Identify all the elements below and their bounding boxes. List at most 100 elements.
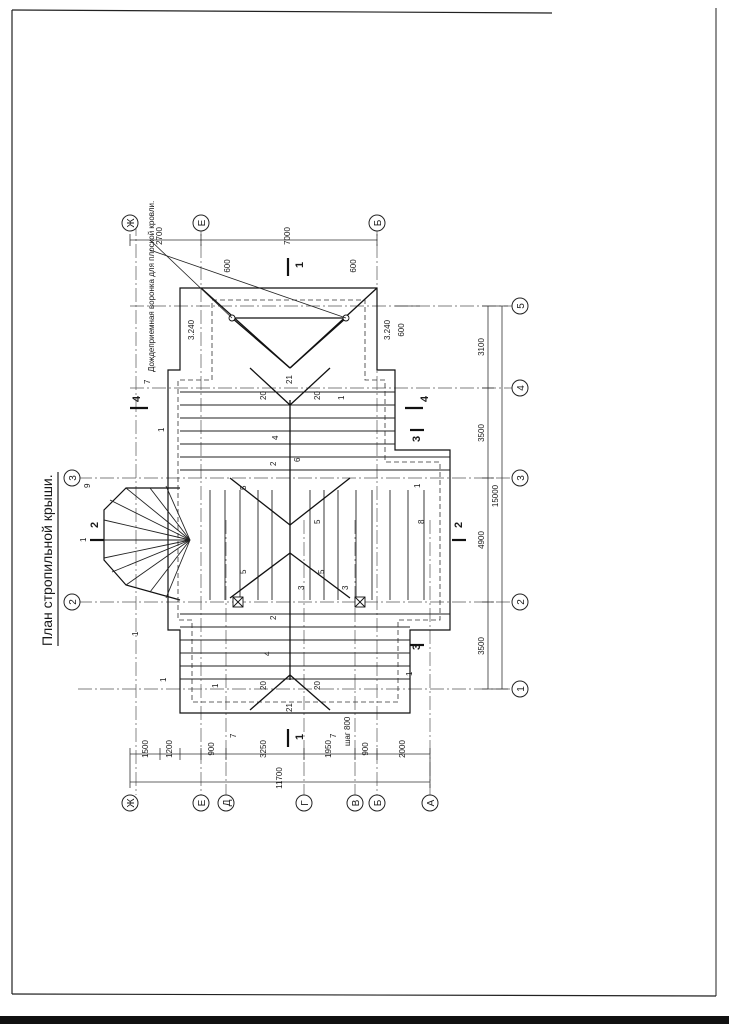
dim-4900: 4900 xyxy=(477,531,486,549)
label-6: 6 xyxy=(293,457,302,462)
axis-d-bottom: Д xyxy=(222,799,233,806)
axis-b-top: Б xyxy=(373,219,384,226)
dim-3250: 3250 xyxy=(259,740,268,758)
label-7-b: 7 xyxy=(229,733,238,738)
label-5-d: 5 xyxy=(317,569,326,574)
section-1-bottom: 1 xyxy=(294,734,306,740)
section-3-a: 3 xyxy=(411,436,423,442)
dimension-texts-bottom: 1500 1200 900 3250 1950 900 2000 11700 xyxy=(141,740,407,789)
label-20-d: 20 xyxy=(313,681,322,690)
note-leader xyxy=(149,239,347,319)
dim-600-a: 600 xyxy=(223,259,232,273)
dim-3100: 3100 xyxy=(477,338,486,356)
label-7-c: 7 xyxy=(329,733,338,738)
label-21-b: 21 xyxy=(285,703,294,712)
label-5-c: 5 xyxy=(239,569,248,574)
label-1-a: 1 xyxy=(157,427,166,432)
dim-900-b: 900 xyxy=(361,742,370,756)
axis-3-right: 3 xyxy=(516,475,527,481)
label-8: 8 xyxy=(417,519,426,524)
label-1-g: 1 xyxy=(211,683,220,688)
axis-e-bottom: Е xyxy=(197,799,208,806)
elevation-right: 3.240 xyxy=(383,319,392,340)
axis-5-right: 5 xyxy=(516,303,527,309)
axis-bubbles-numbers: 2 3 1 2 3 4 5 xyxy=(63,297,529,698)
dim-15000: 15000 xyxy=(491,484,500,507)
label-4-b: 4 xyxy=(263,651,272,656)
plan-title: План стропильной крыши. xyxy=(39,474,55,646)
axis-zh-bottom: Ж xyxy=(126,798,137,808)
label-20-b: 20 xyxy=(313,391,322,400)
ridges-and-hips xyxy=(200,287,378,711)
dimension-chain-top xyxy=(129,234,378,246)
section-2-right: 2 xyxy=(453,522,465,528)
dimension-texts-right: 3100 3500 4900 3500 15000 600 xyxy=(397,323,500,655)
axis-e-top: Е xyxy=(197,219,208,226)
roof-drains xyxy=(228,314,366,608)
axis-v-bottom: В xyxy=(351,799,362,806)
dim-2000: 2000 xyxy=(398,740,407,758)
dim-11700: 11700 xyxy=(275,767,284,789)
section-1-top: 1 xyxy=(294,262,306,268)
dimension-texts-top: 2700 7000 600 600 xyxy=(155,227,358,273)
label-1-c: 1 xyxy=(413,483,422,488)
rafter-step-label: шаг 800 xyxy=(343,716,352,746)
dim-600-b: 600 xyxy=(349,259,358,273)
label-3-b: 3 xyxy=(341,585,350,590)
wall-dashed-outline xyxy=(177,299,441,703)
dimension-chain-bottom xyxy=(129,748,431,788)
label-1-d: 1 xyxy=(79,537,88,542)
label-1-f: 1 xyxy=(159,677,168,682)
dim-3500-b: 3500 xyxy=(477,637,486,655)
section-4-left: 4 xyxy=(131,395,143,402)
dim-900-a: 900 xyxy=(207,742,216,756)
bay-fan-rafters xyxy=(103,485,191,599)
axis-bubbles-bottom: Ж Е Д Г В Б А xyxy=(121,794,439,812)
rafters xyxy=(180,391,450,680)
dim-600-right: 600 xyxy=(397,323,406,337)
label-1-b: 1 xyxy=(337,395,346,400)
drain-note: Дождеприемная воронка для плоской кровли… xyxy=(147,201,156,372)
dimension-chain-right xyxy=(395,305,508,690)
dim-1500: 1500 xyxy=(141,740,150,758)
axis-1-right: 1 xyxy=(516,686,527,692)
label-20-c: 20 xyxy=(259,681,268,690)
label-2-a: 2 xyxy=(269,461,278,466)
axis-2-right: 2 xyxy=(516,599,527,605)
axis-3-left: 3 xyxy=(68,475,79,481)
label-5-a: 5 xyxy=(239,485,248,490)
section-2-left: 2 xyxy=(89,522,101,528)
axis-g-bottom: Г xyxy=(300,800,311,806)
axis-bubbles-top: Ж Е Б xyxy=(121,214,386,232)
axis-zh-top: Ж xyxy=(126,218,137,228)
section-marks xyxy=(90,258,466,747)
dim-1950: 1950 xyxy=(324,740,333,758)
elevation-marks: 3.240 3.240 xyxy=(187,319,392,340)
label-4-a: 4 xyxy=(271,435,280,440)
label-5-b: 5 xyxy=(313,519,322,524)
label-1-e: 1 xyxy=(131,631,140,636)
section-4-right: 4 xyxy=(419,395,431,402)
sheet-border xyxy=(11,8,717,997)
dim-7000: 7000 xyxy=(283,227,292,245)
axis-4-right: 4 xyxy=(516,385,527,391)
section-3-b: 3 xyxy=(411,644,423,650)
element-labels: 7 1 2 4 20 21 20 1 5 5 5 5 6 8 1 9 1 1 1… xyxy=(79,375,426,738)
label-21-a: 21 xyxy=(285,375,294,384)
axis-a-bottom: А xyxy=(426,799,437,806)
section-mark-labels: 1 1 2 2 4 4 3 3 xyxy=(89,262,465,740)
dim-2700: 2700 xyxy=(155,227,164,245)
axis-2-left: 2 xyxy=(68,599,79,605)
roof-outline xyxy=(103,287,451,714)
label-20-a: 20 xyxy=(259,391,268,400)
dim-3500-a: 3500 xyxy=(477,424,486,442)
elevation-left: 3.240 xyxy=(187,319,196,340)
axis-b-bottom: Б xyxy=(373,799,384,806)
label-3-a: 3 xyxy=(297,585,306,590)
title-block: План стропильной крыши. xyxy=(39,472,59,646)
label-7-a: 7 xyxy=(143,379,152,384)
label-2-b: 2 xyxy=(269,615,278,620)
scan-bottom-band xyxy=(0,1016,729,1024)
label-1-h: 1 xyxy=(405,671,414,676)
